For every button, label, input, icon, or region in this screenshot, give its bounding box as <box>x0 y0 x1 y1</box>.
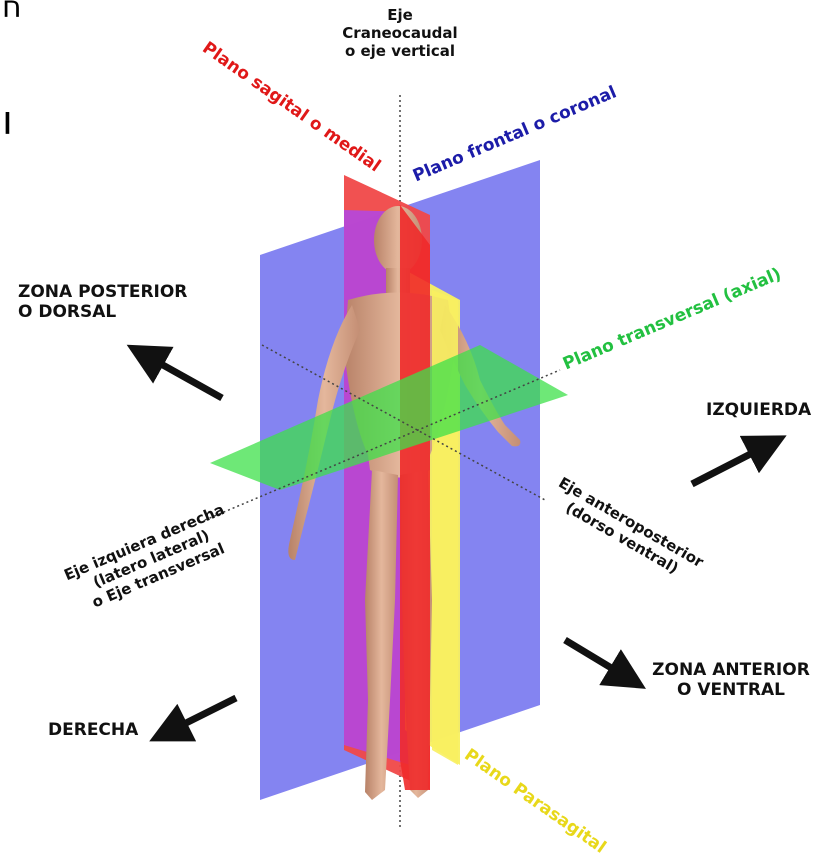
anterior-zone-line-1: ZONA ANTERIOR <box>646 660 816 680</box>
sagittal-band-on-figure <box>400 205 430 790</box>
anterior-arrow <box>565 640 628 678</box>
anterior-zone-line-2: O VENTRAL <box>646 680 816 700</box>
vertical-axis-line-1: Eje <box>340 6 460 24</box>
posterior-zone-line-1: ZONA POSTERIOR <box>18 282 187 302</box>
left-arrow <box>692 445 768 484</box>
posterior-zone-label: ZONA POSTERIOR O DORSAL <box>18 282 187 323</box>
right-zone-label: DERECHA <box>48 720 138 740</box>
left-zone-label: IZQUIERDA <box>706 400 811 420</box>
vertical-axis-label: Eje Craneocaudal o eje vertical <box>340 6 460 60</box>
posterior-zone-line-2: O DORSAL <box>18 302 187 322</box>
vertical-axis-line-3: o eje vertical <box>340 42 460 60</box>
anterior-zone-label: ZONA ANTERIOR O VENTRAL <box>646 660 816 701</box>
right-arrow <box>168 698 236 732</box>
posterior-arrow <box>145 355 222 398</box>
vertical-axis-line-2: Craneocaudal <box>340 24 460 42</box>
